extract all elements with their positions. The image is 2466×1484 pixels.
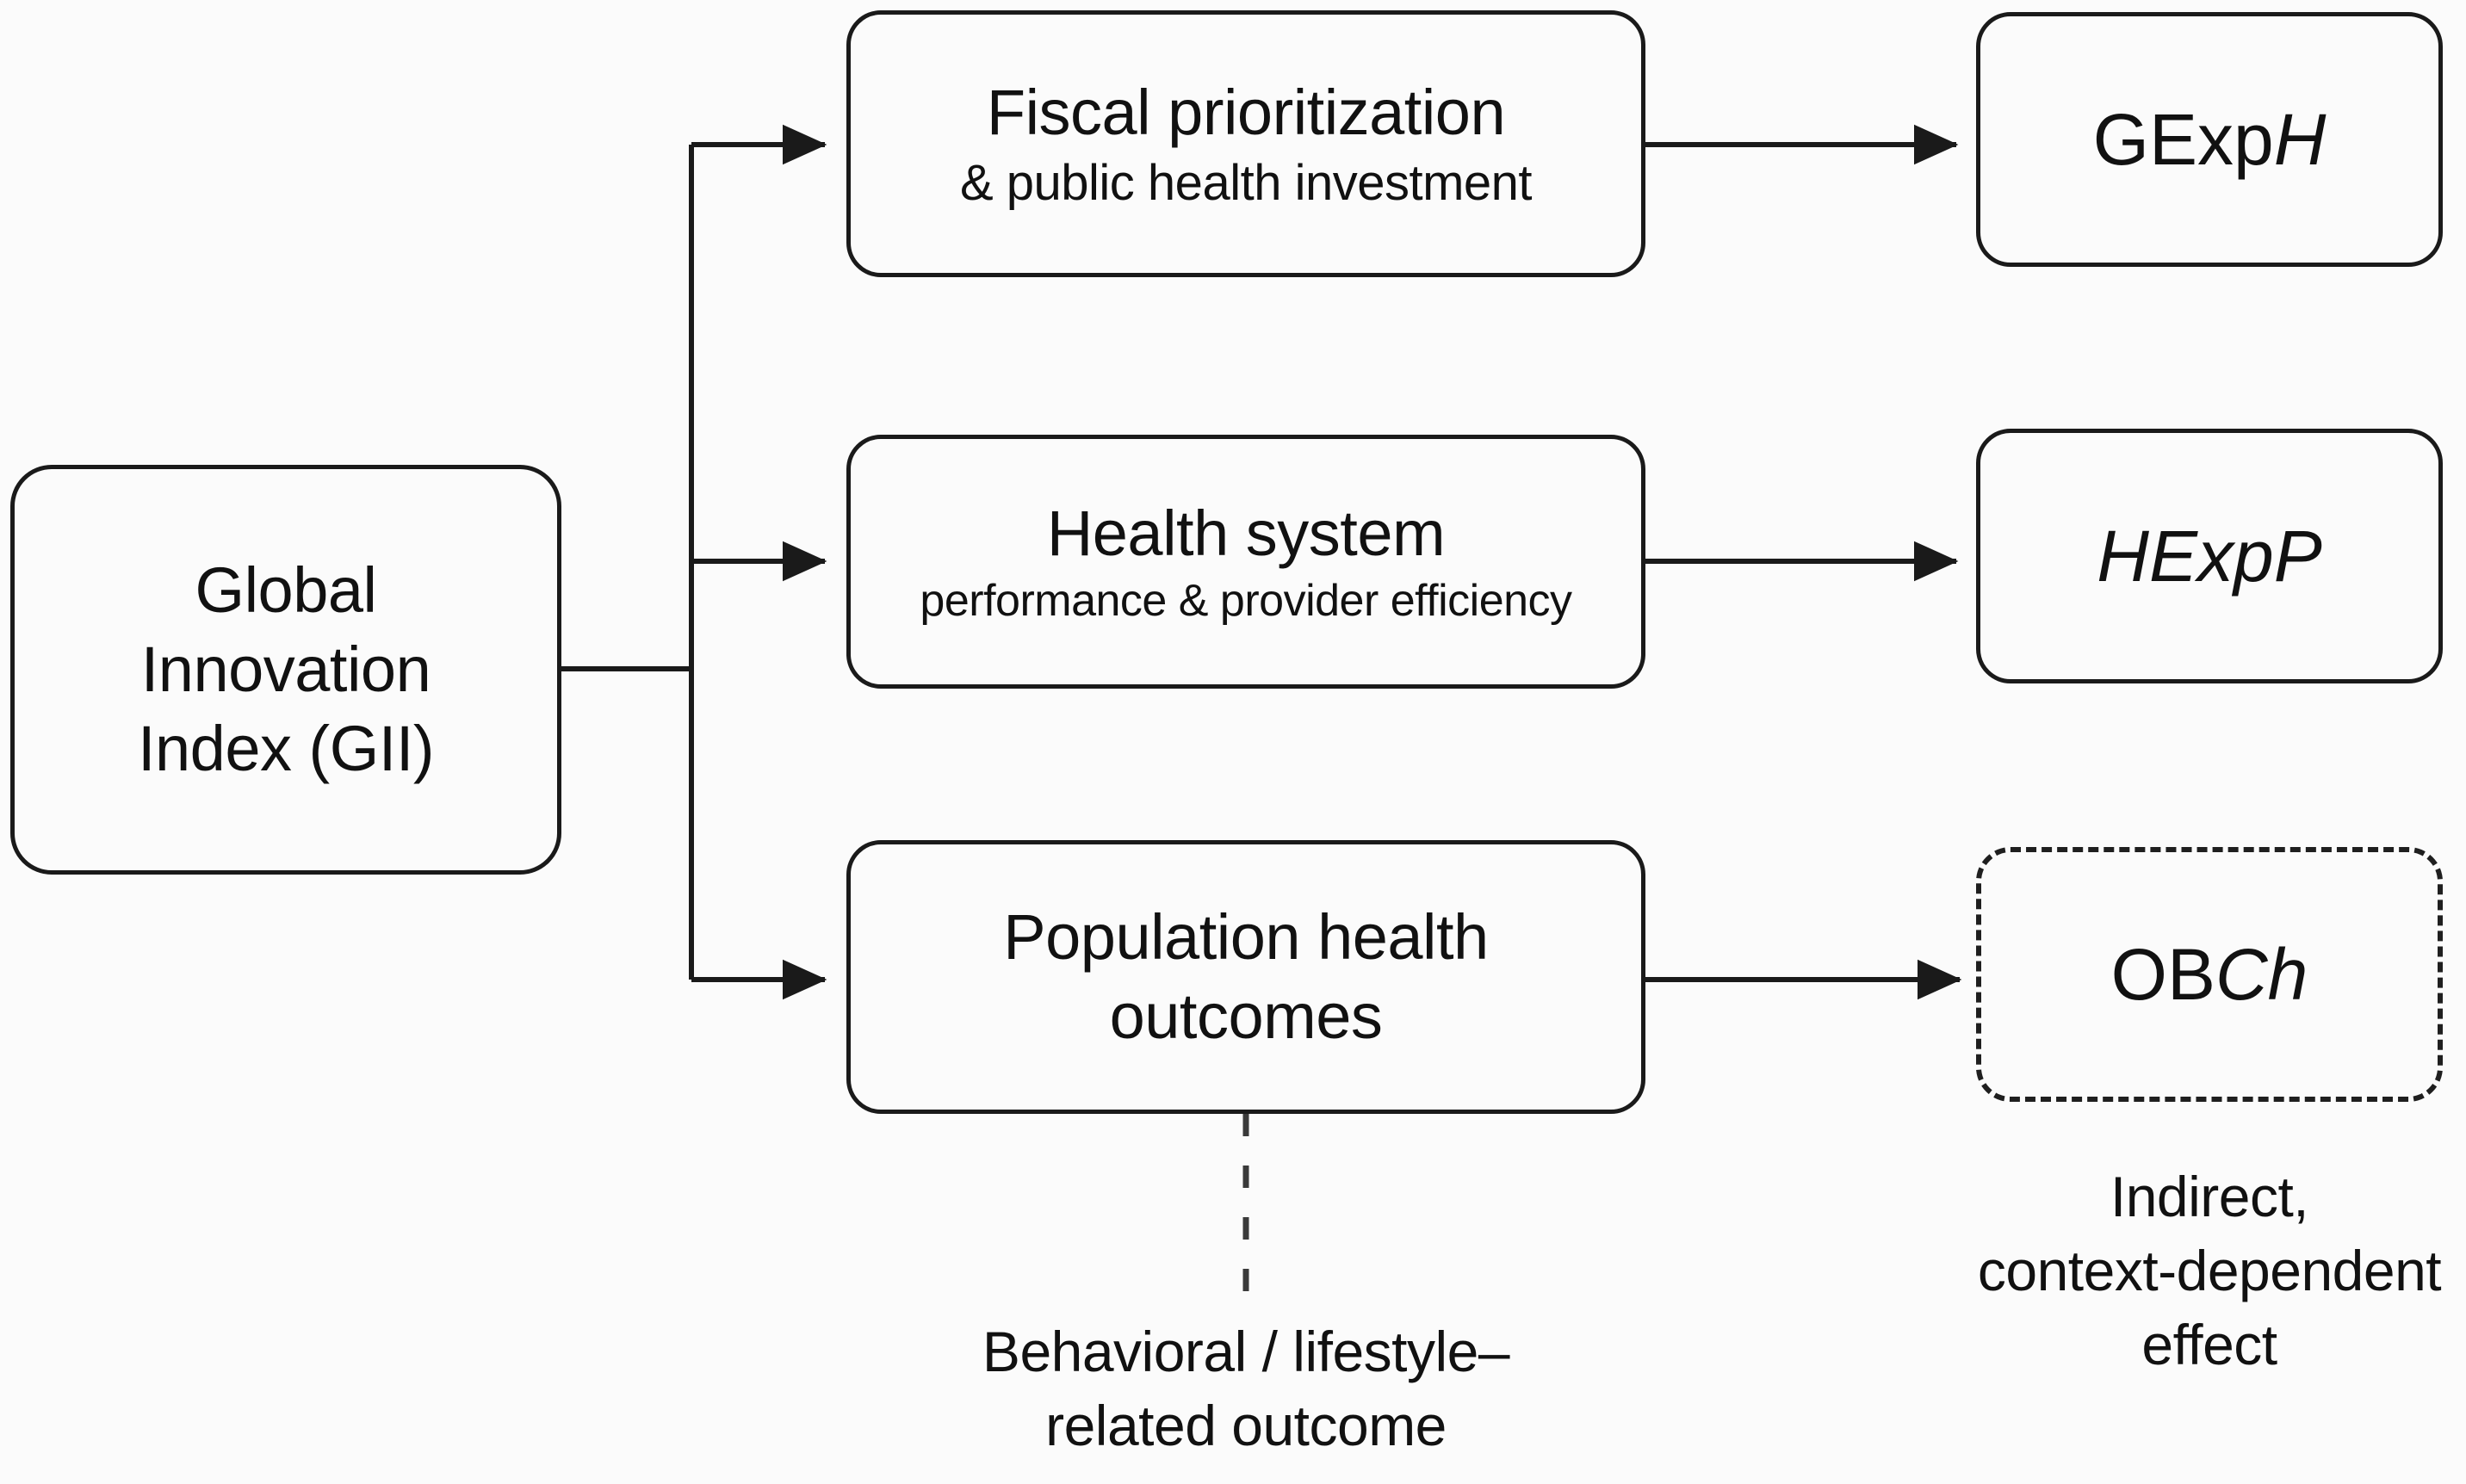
caption-behavioral-line1: Behavioral / lifestyle– [982, 1320, 1510, 1383]
caption-indirect-line3: effect [2141, 1312, 2277, 1376]
obch-roman: OB [2110, 933, 2215, 1015]
node-population-health-outcomes[interactable]: Population health outcomes [846, 840, 1645, 1114]
health-system-subtitle: performance & provider efficiency [920, 576, 1572, 627]
caption-behavioral-outcome: Behavioral / lifestyle– related outcome [815, 1315, 1676, 1463]
node-fiscal-prioritization[interactable]: Fiscal prioritization & public health in… [846, 10, 1645, 277]
hexpp-italic: HExpP [2097, 515, 2322, 597]
fiscal-prioritization-title: Fiscal prioritization [986, 77, 1506, 149]
gii-label-line2: Innovation [140, 634, 431, 706]
population-health-title: Population health [1003, 901, 1489, 974]
gexph-label: GExpH [2093, 95, 2327, 184]
node-gexph[interactable]: GExpH [1976, 12, 2443, 267]
caption-indirect-line2: context-dependent [1977, 1238, 2442, 1302]
gexph-italic: H [2273, 98, 2327, 180]
population-health-subtitle: outcomes [1109, 980, 1383, 1052]
node-health-system[interactable]: Health system performance & provider eff… [846, 435, 1645, 689]
hexpp-label: HExpP [2097, 511, 2321, 601]
gii-label-line3: Index (GII) [137, 712, 435, 784]
gexph-roman: GExp [2092, 98, 2274, 180]
caption-behavioral-line2: related outcome [1045, 1393, 1447, 1457]
obch-label: OBCh [2111, 930, 2308, 1019]
node-hexpp[interactable]: HExpP [1976, 429, 2443, 683]
health-system-title: Health system [1046, 498, 1446, 570]
fiscal-prioritization-subtitle: & public health investment [959, 154, 1533, 211]
gii-label-line1: Global [195, 554, 377, 627]
caption-indirect-effect: Indirect, context-dependent effect [1953, 1160, 2466, 1382]
node-global-innovation-index[interactable]: Global Innovation Index (GII) [10, 465, 561, 875]
caption-indirect-line1: Indirect, [2110, 1165, 2309, 1228]
node-obch[interactable]: OBCh [1976, 847, 2443, 1102]
obch-italic: Ch [2215, 933, 2308, 1015]
